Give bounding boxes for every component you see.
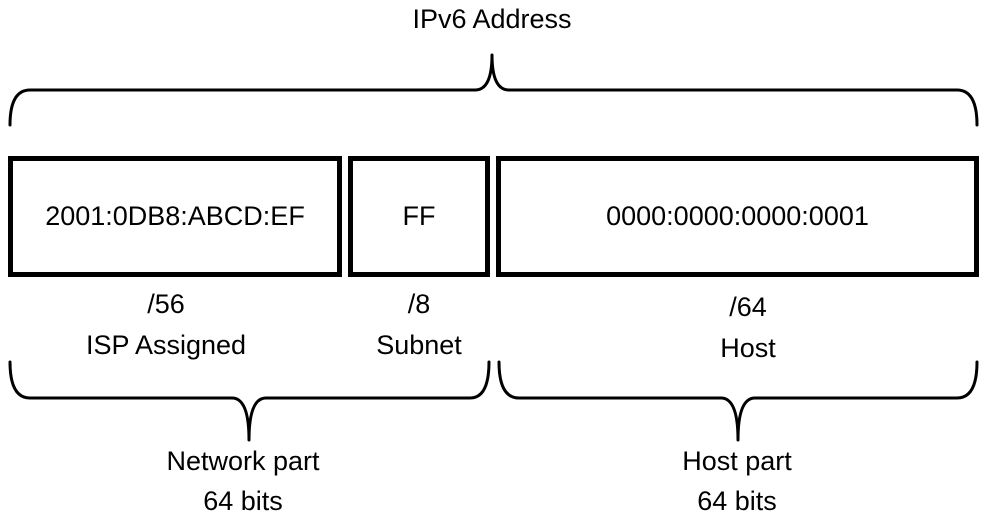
subnet-segment-value: FF [402, 201, 436, 231]
isp-segment-box: 2001:0DB8:ABCD:EF [8, 156, 342, 277]
isp-segment-value: 2001:0DB8:ABCD:EF [45, 201, 305, 231]
host-segment-box: 0000:0000:0000:0001 [496, 156, 979, 277]
network-brace [8, 360, 491, 442]
subnet-segment-box: FF [348, 156, 490, 277]
host-segment-value: 0000:0000:0000:0001 [606, 201, 869, 231]
host-part-bits: 64 bits [697, 486, 777, 516]
network-part-name: Network part [166, 446, 320, 476]
host-prefix: /64 [729, 292, 767, 322]
subnet-label: Subnet [376, 330, 462, 360]
host-label: Host [720, 333, 776, 363]
host-brace [497, 360, 979, 442]
diagram-title: IPv6 Address [412, 4, 572, 34]
subnet-prefix: /8 [407, 289, 431, 319]
host-part-name: Host part [682, 446, 792, 476]
isp-prefix: /56 [147, 289, 185, 319]
isp-label: ISP Assigned [85, 330, 247, 360]
top-brace [8, 53, 979, 127]
network-part-bits: 64 bits [203, 486, 283, 516]
